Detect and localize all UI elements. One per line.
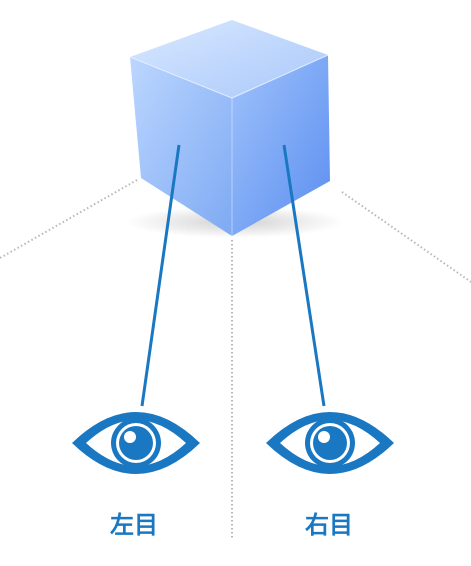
cube-icon: [125, 20, 345, 238]
right-eye-icon: [266, 412, 394, 474]
guide-line-right: [341, 191, 471, 283]
guide-line-left: [0, 179, 138, 259]
left-eye-label: 左目: [110, 511, 158, 539]
right-sight-line: [282, 144, 326, 407]
left-sight-line: [140, 144, 181, 407]
right-eye-label: 右目: [305, 511, 353, 539]
cube-top-face: [130, 20, 328, 98]
cube-left-face: [130, 57, 232, 236]
left-eye-icon: [72, 412, 200, 474]
cube-right-face: [232, 55, 330, 236]
